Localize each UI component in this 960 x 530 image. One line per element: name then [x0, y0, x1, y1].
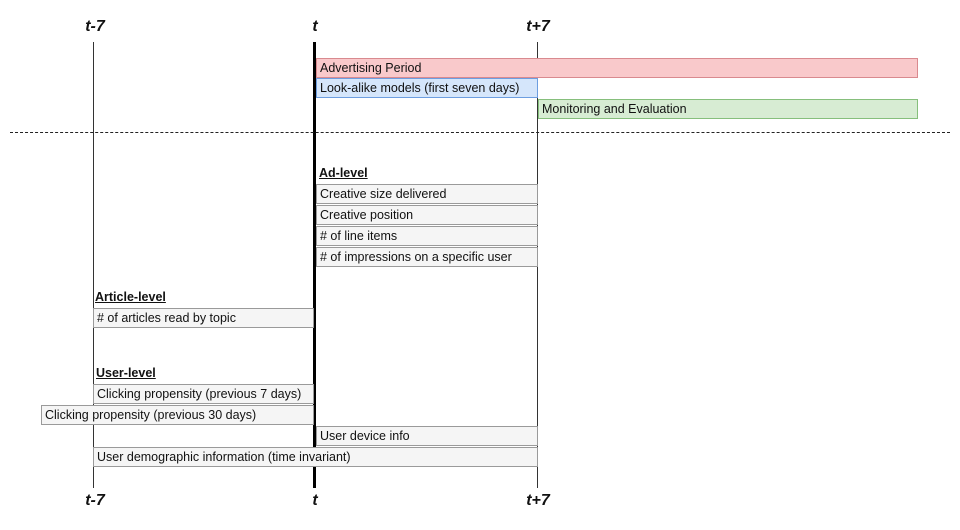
- advertising-period-bar: Advertising Period: [316, 58, 918, 78]
- time-line-t: [313, 42, 316, 488]
- tick-label-t-top: t: [312, 18, 318, 35]
- ad-feature-creative-size: Creative size delivered: [316, 184, 538, 204]
- tick-label-t-minus-7-bottom: t-7: [85, 492, 105, 509]
- tick-label-t-plus-7-bottom: t+7: [526, 492, 550, 509]
- article-level-heading: Article-level: [95, 290, 166, 304]
- time-line-t-minus-7: [93, 42, 94, 488]
- ad-feature-creative-position: Creative position: [316, 205, 538, 225]
- monitoring-evaluation-bar: Monitoring and Evaluation: [538, 99, 918, 119]
- tick-label-t-plus-7-top: t+7: [526, 18, 550, 35]
- lookalike-models-bar: Look-alike models (first seven days): [316, 78, 538, 98]
- user-feature-device-info: User device info: [316, 426, 538, 446]
- tick-label-t-bottom: t: [312, 492, 318, 509]
- ad-feature-line-items: # of line items: [316, 226, 538, 246]
- tick-label-t-minus-7-top: t-7: [85, 18, 105, 35]
- user-feature-clicking-30-days: Clicking propensity (previous 30 days): [41, 405, 314, 425]
- user-feature-clicking-7-days: Clicking propensity (previous 7 days): [93, 384, 314, 404]
- user-feature-demographic: User demographic information (time invar…: [93, 447, 538, 467]
- article-feature-articles-read: # of articles read by topic: [93, 308, 314, 328]
- ad-level-heading: Ad-level: [319, 166, 368, 180]
- section-divider: [10, 132, 950, 133]
- user-level-heading: User-level: [96, 366, 156, 380]
- ad-feature-impressions: # of impressions on a specific user: [316, 247, 538, 267]
